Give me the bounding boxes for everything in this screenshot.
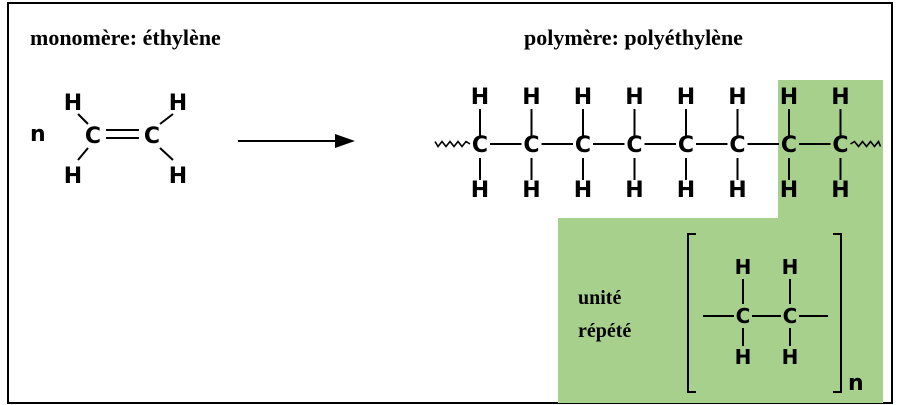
repeat-unit-highlight — [558, 80, 883, 403]
hydrogen-atom: H — [64, 164, 82, 189]
hydrogen-atom: H — [574, 178, 592, 203]
hydrogen-atom: H — [169, 91, 187, 116]
single-bond — [159, 147, 174, 161]
hydrogen-atom: H — [522, 178, 540, 203]
hydrogen-atom: H — [471, 178, 489, 203]
ethylene-molecule: n C C H H H H — [30, 91, 187, 189]
single-bond — [77, 113, 89, 125]
hydrogen-atom: H — [471, 85, 489, 110]
hydrogen-atom: H — [64, 91, 82, 116]
hydrogen-atom: H — [780, 85, 798, 110]
repeat-subscript: n — [848, 371, 864, 396]
carbon-atom: C — [575, 133, 591, 158]
hydrogen-atom: H — [169, 164, 187, 189]
carbon-atom: C — [85, 124, 101, 149]
hydrogen-atom: H — [735, 255, 752, 279]
carbon-atom: C — [781, 133, 797, 158]
repeat-unit-label-line2: répété — [578, 320, 631, 342]
carbon-atom: C — [783, 304, 798, 328]
carbon-atom: C — [523, 133, 539, 158]
monomer-title: monomère: éthylène — [30, 25, 221, 50]
hydrogen-atom: H — [522, 85, 540, 110]
carbon-atom: C — [472, 133, 488, 158]
repeat-unit: unité répété n C C H H H H — [578, 233, 864, 396]
chain-end-squiggle — [850, 139, 882, 148]
right-bracket — [833, 233, 842, 393]
carbon-atom: C — [729, 133, 745, 158]
carbon-atom: C — [144, 124, 160, 149]
arrow-head — [335, 134, 355, 148]
carbon-atom: C — [736, 304, 751, 328]
hydrogen-atom: H — [831, 178, 849, 203]
hydrogen-atom: H — [625, 178, 643, 203]
reaction-arrow — [238, 134, 355, 148]
carbon-atom: C — [626, 133, 642, 158]
hydrogen-atom: H — [728, 85, 746, 110]
hydrogen-atom: H — [735, 345, 752, 369]
hydrogen-atom: H — [782, 255, 799, 279]
hydrogen-atom: H — [677, 178, 695, 203]
carbon-atom: C — [678, 133, 694, 158]
hydrogen-atom: H — [574, 85, 592, 110]
hydrogen-atom: H — [677, 85, 695, 110]
hydrogen-atom: H — [780, 178, 798, 203]
hydrogen-atom: H — [831, 85, 849, 110]
single-bond — [159, 113, 174, 125]
hydrogen-atom: H — [782, 345, 799, 369]
chain-end-squiggle — [434, 140, 471, 148]
hydrogen-atom: H — [728, 178, 746, 203]
polymer-title: polymère: polyéthylène — [524, 25, 743, 50]
single-bond — [77, 147, 89, 161]
repeat-unit-label-line1: unité — [578, 287, 621, 309]
left-bracket — [687, 233, 696, 393]
diagram-frame — [7, 2, 893, 404]
monomer-coefficient: n — [30, 122, 46, 147]
carbon-atom: C — [832, 133, 848, 158]
hydrogen-atom: H — [625, 85, 643, 110]
